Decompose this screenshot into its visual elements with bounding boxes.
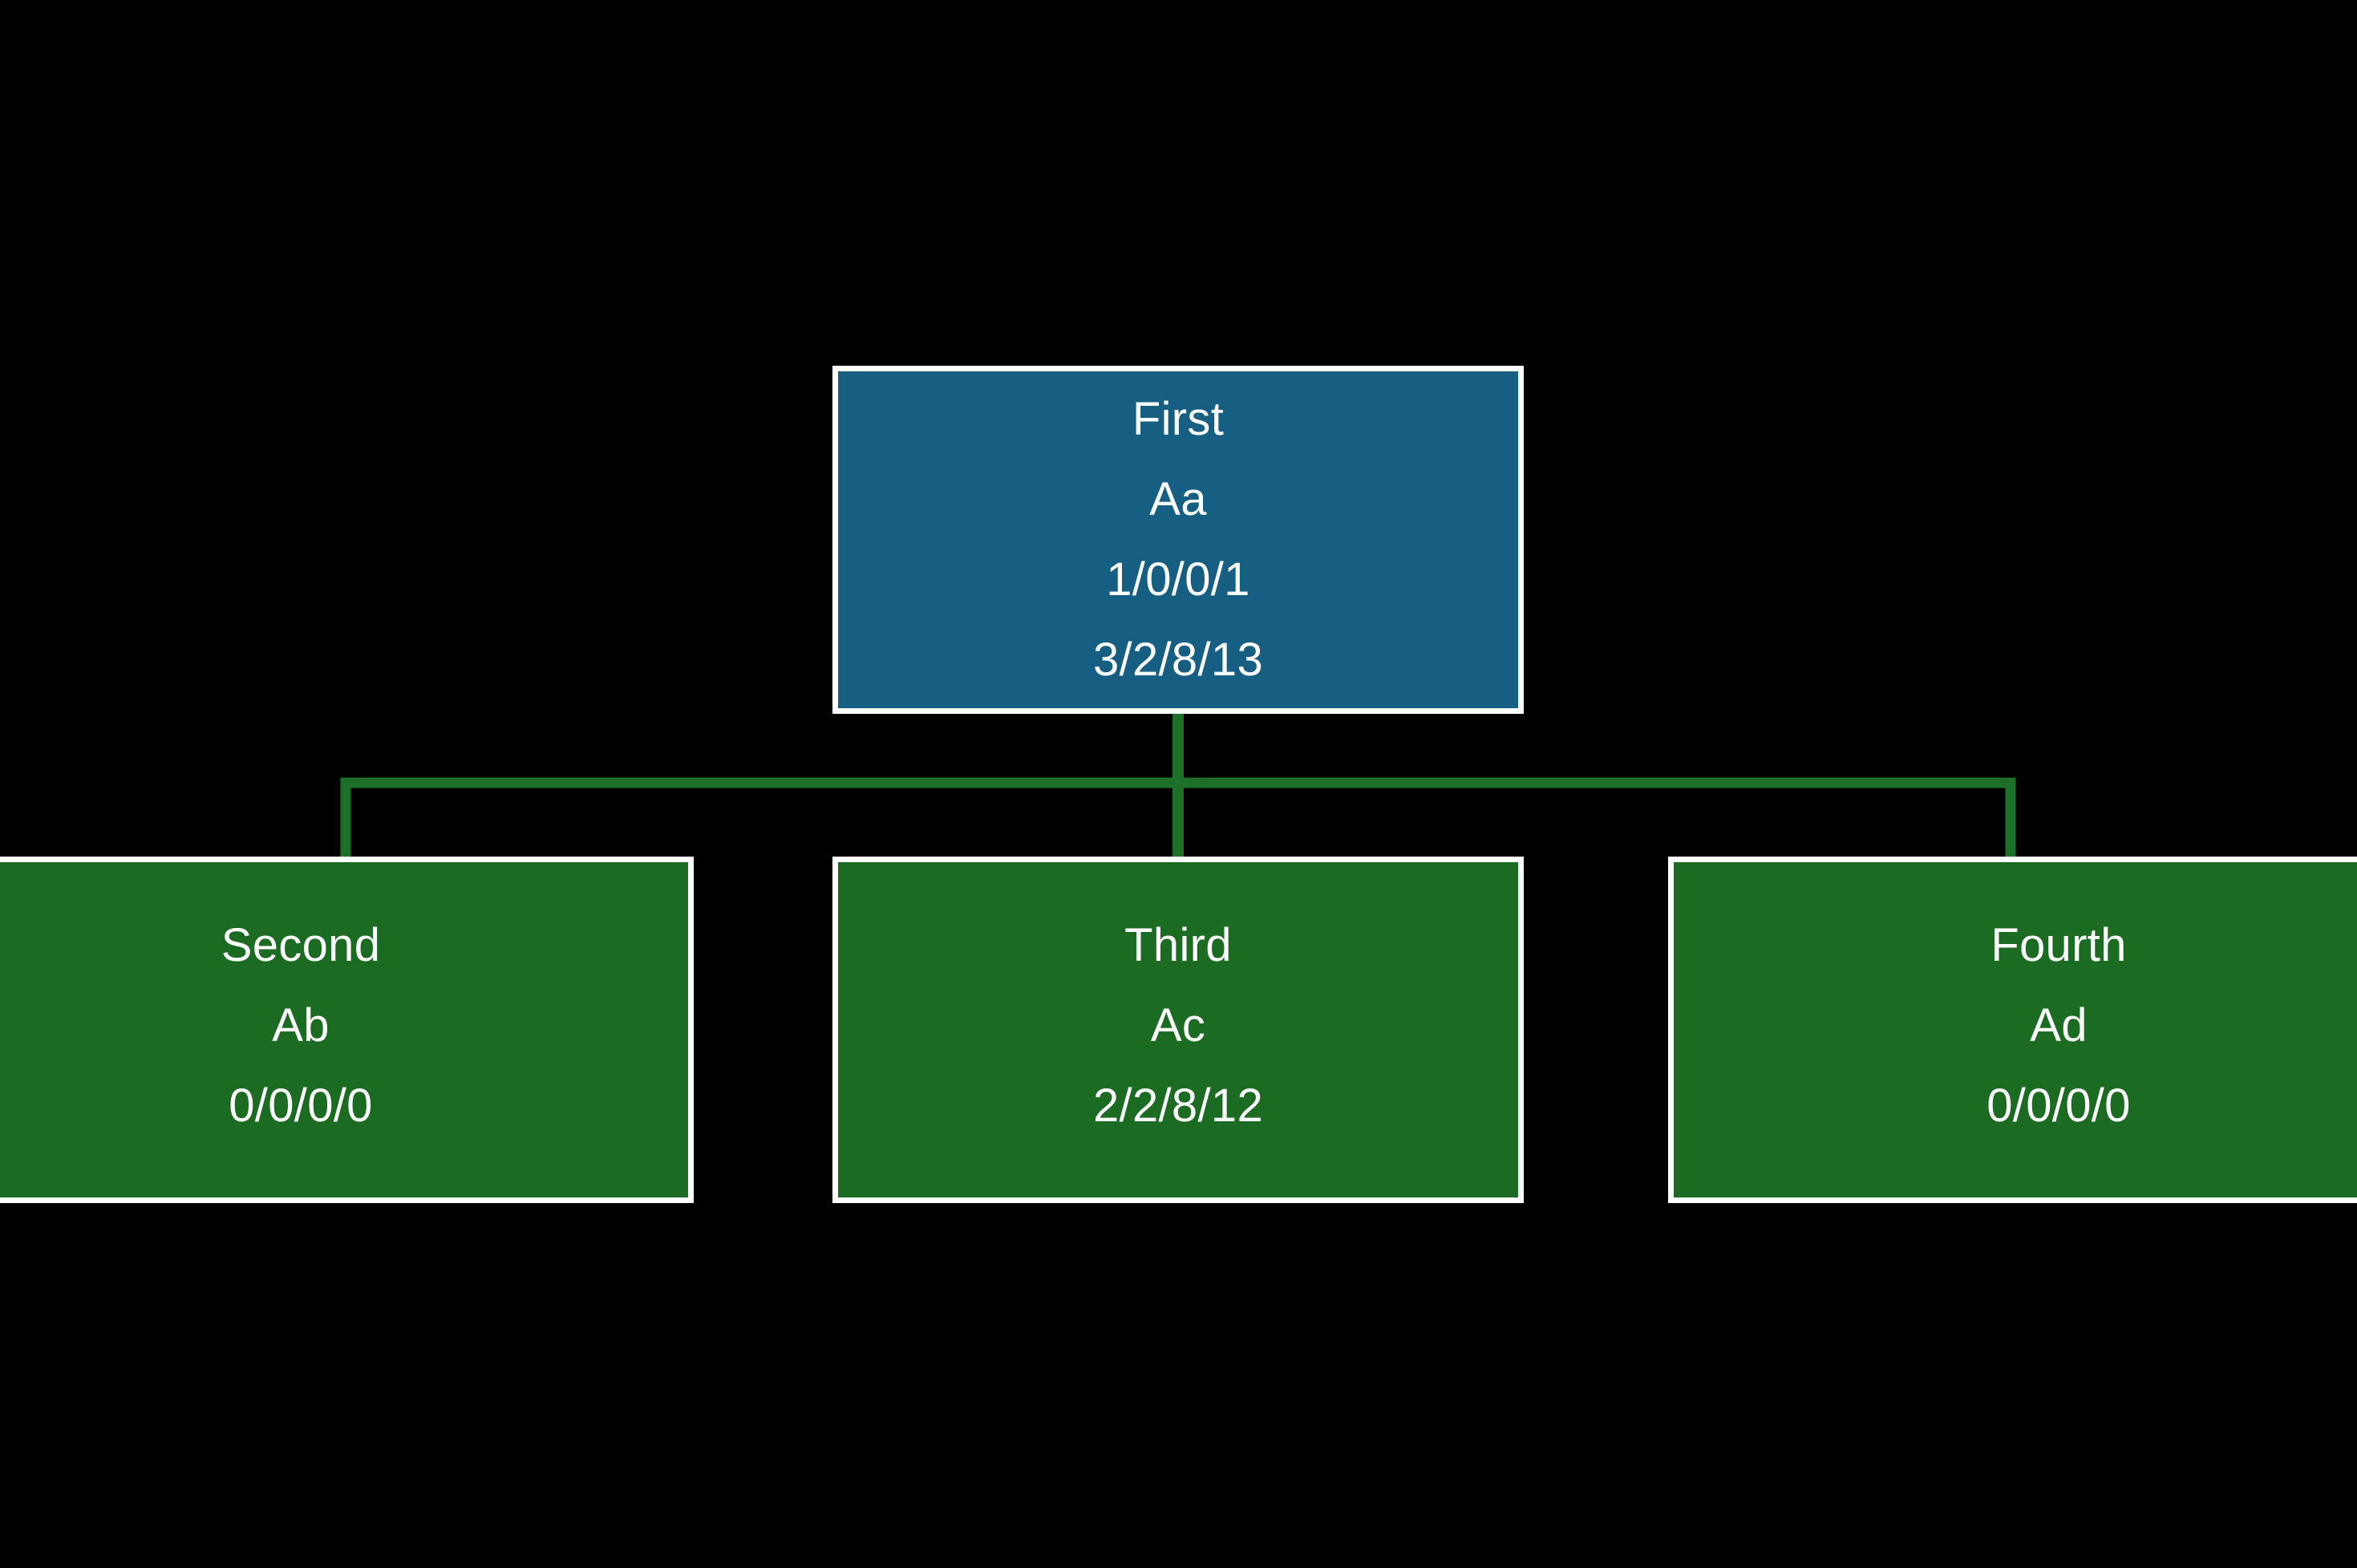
node-fourth[interactable]: Fourth Ad 0/0/0/0 [1668,857,2357,1203]
node-first-title: First [1132,393,1225,445]
node-first[interactable]: First Aa 1/0/0/1 3/2/8/13 [832,366,1524,714]
node-first-metrics-primary: 1/0/0/1 [1106,553,1250,606]
node-second-title: Second [221,919,381,971]
node-first-code: Aa [1149,473,1207,525]
node-third-metrics-primary: 2/2/8/12 [1092,1080,1264,1132]
node-fourth-code: Ad [2030,999,2088,1051]
node-second-metrics-primary: 0/0/0/0 [229,1080,373,1132]
node-third-code: Ac [1150,999,1206,1051]
node-fourth-metrics-primary: 0/0/0/0 [1986,1080,2131,1132]
node-third-title: Third [1124,919,1232,971]
node-second-code: Ab [272,999,330,1051]
node-second[interactable]: Second Ab 0/0/0/0 [0,857,694,1203]
node-fourth-title: Fourth [1990,919,2127,971]
node-first-metrics-secondary: 3/2/8/13 [1092,634,1264,686]
node-third[interactable]: Third Ac 2/2/8/12 [832,857,1524,1203]
